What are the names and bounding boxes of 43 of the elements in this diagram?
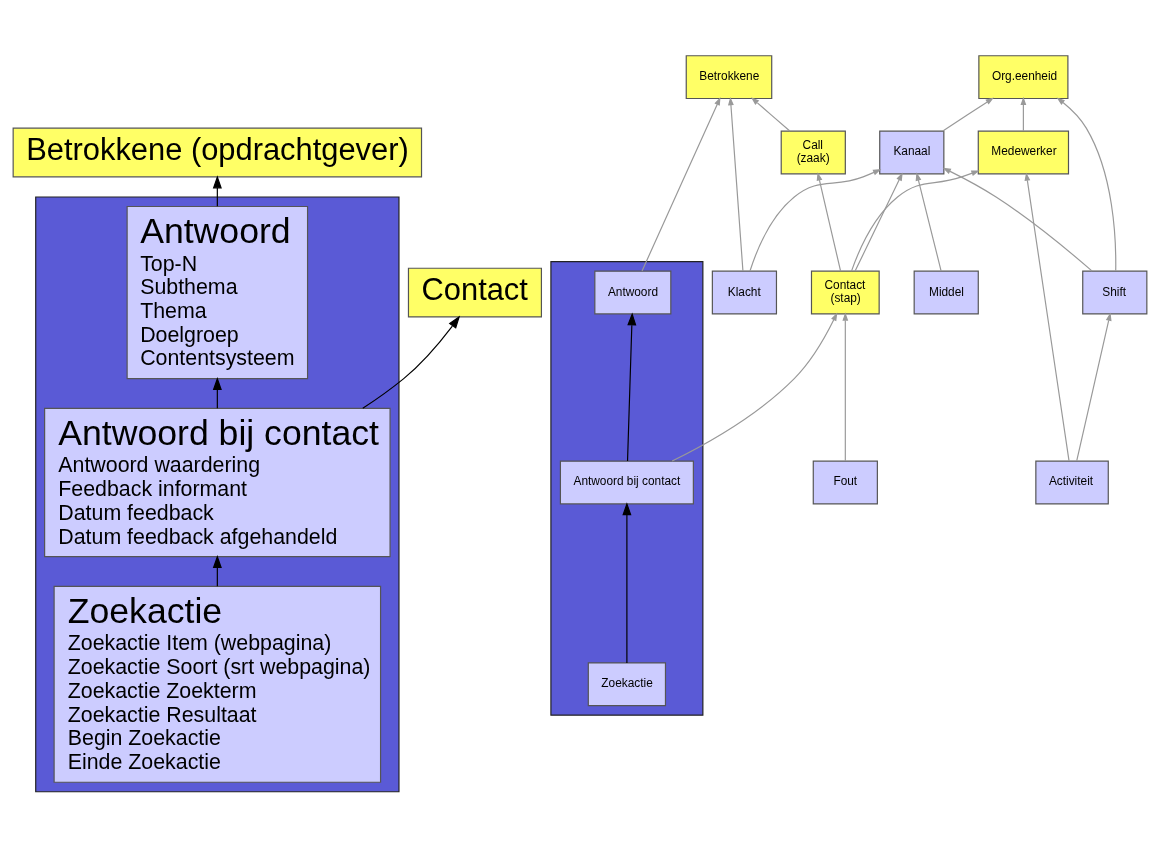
arrow <box>842 312 849 462</box>
arrow <box>1056 97 1117 272</box>
node-box: Antwoord <box>594 270 672 315</box>
arrow <box>1024 172 1070 462</box>
node-box: Antwoord bij contact <box>559 460 694 505</box>
node-box: Betrokkene (opdrachtgever) <box>12 127 423 178</box>
arrow <box>362 315 461 409</box>
arrow <box>816 172 842 272</box>
arrow <box>1020 96 1027 132</box>
node-box: Org.eenheid <box>978 55 1069 100</box>
node-box: Zoekactie Zoekactie Item (webpagina) Zoekactie Soort (srt webpagina) Zoekactie Zoekterm Zoekactie Resultaat Begin Zoekactie Einde Zoekactie <box>53 585 382 783</box>
arrow <box>942 167 1093 272</box>
arrow <box>212 376 222 409</box>
arrow <box>626 312 637 462</box>
arrow <box>622 502 632 664</box>
node-box: Zoekactie <box>587 662 667 707</box>
node-box: Fout <box>812 460 878 505</box>
arrow <box>750 97 791 132</box>
arrow <box>641 97 721 272</box>
node-box: Shift <box>1082 270 1148 315</box>
node-box: Activiteit <box>1035 460 1109 505</box>
node-box: Antwoord Top-N Subthema Thema Doelgroep Contentsysteem <box>126 205 309 380</box>
node-box: Klacht <box>711 270 778 315</box>
node-box: Betrokkene <box>685 55 773 100</box>
node-box: Kanaal <box>879 130 945 175</box>
node-box: Call (zaak) <box>780 130 846 175</box>
node-box: Middel <box>913 270 979 315</box>
cluster <box>35 196 400 793</box>
arrow <box>728 96 744 272</box>
arrow <box>942 97 994 132</box>
node-box: Antwoord bij contact Antwoord waardering Feedback informant Datum feedback Datum feedback afgehandeld <box>44 407 391 558</box>
cluster <box>550 261 704 716</box>
node-box: Medewerker <box>977 130 1070 175</box>
arrow <box>212 555 222 587</box>
arrow <box>850 170 980 272</box>
arrow <box>854 172 903 272</box>
node-box: Contact <box>407 267 542 318</box>
arrow <box>749 169 882 272</box>
arrow <box>212 175 222 207</box>
arrow <box>915 172 942 272</box>
node-box: Contact (stap) <box>810 270 880 315</box>
arrow <box>1076 312 1112 462</box>
arrow <box>671 312 838 462</box>
